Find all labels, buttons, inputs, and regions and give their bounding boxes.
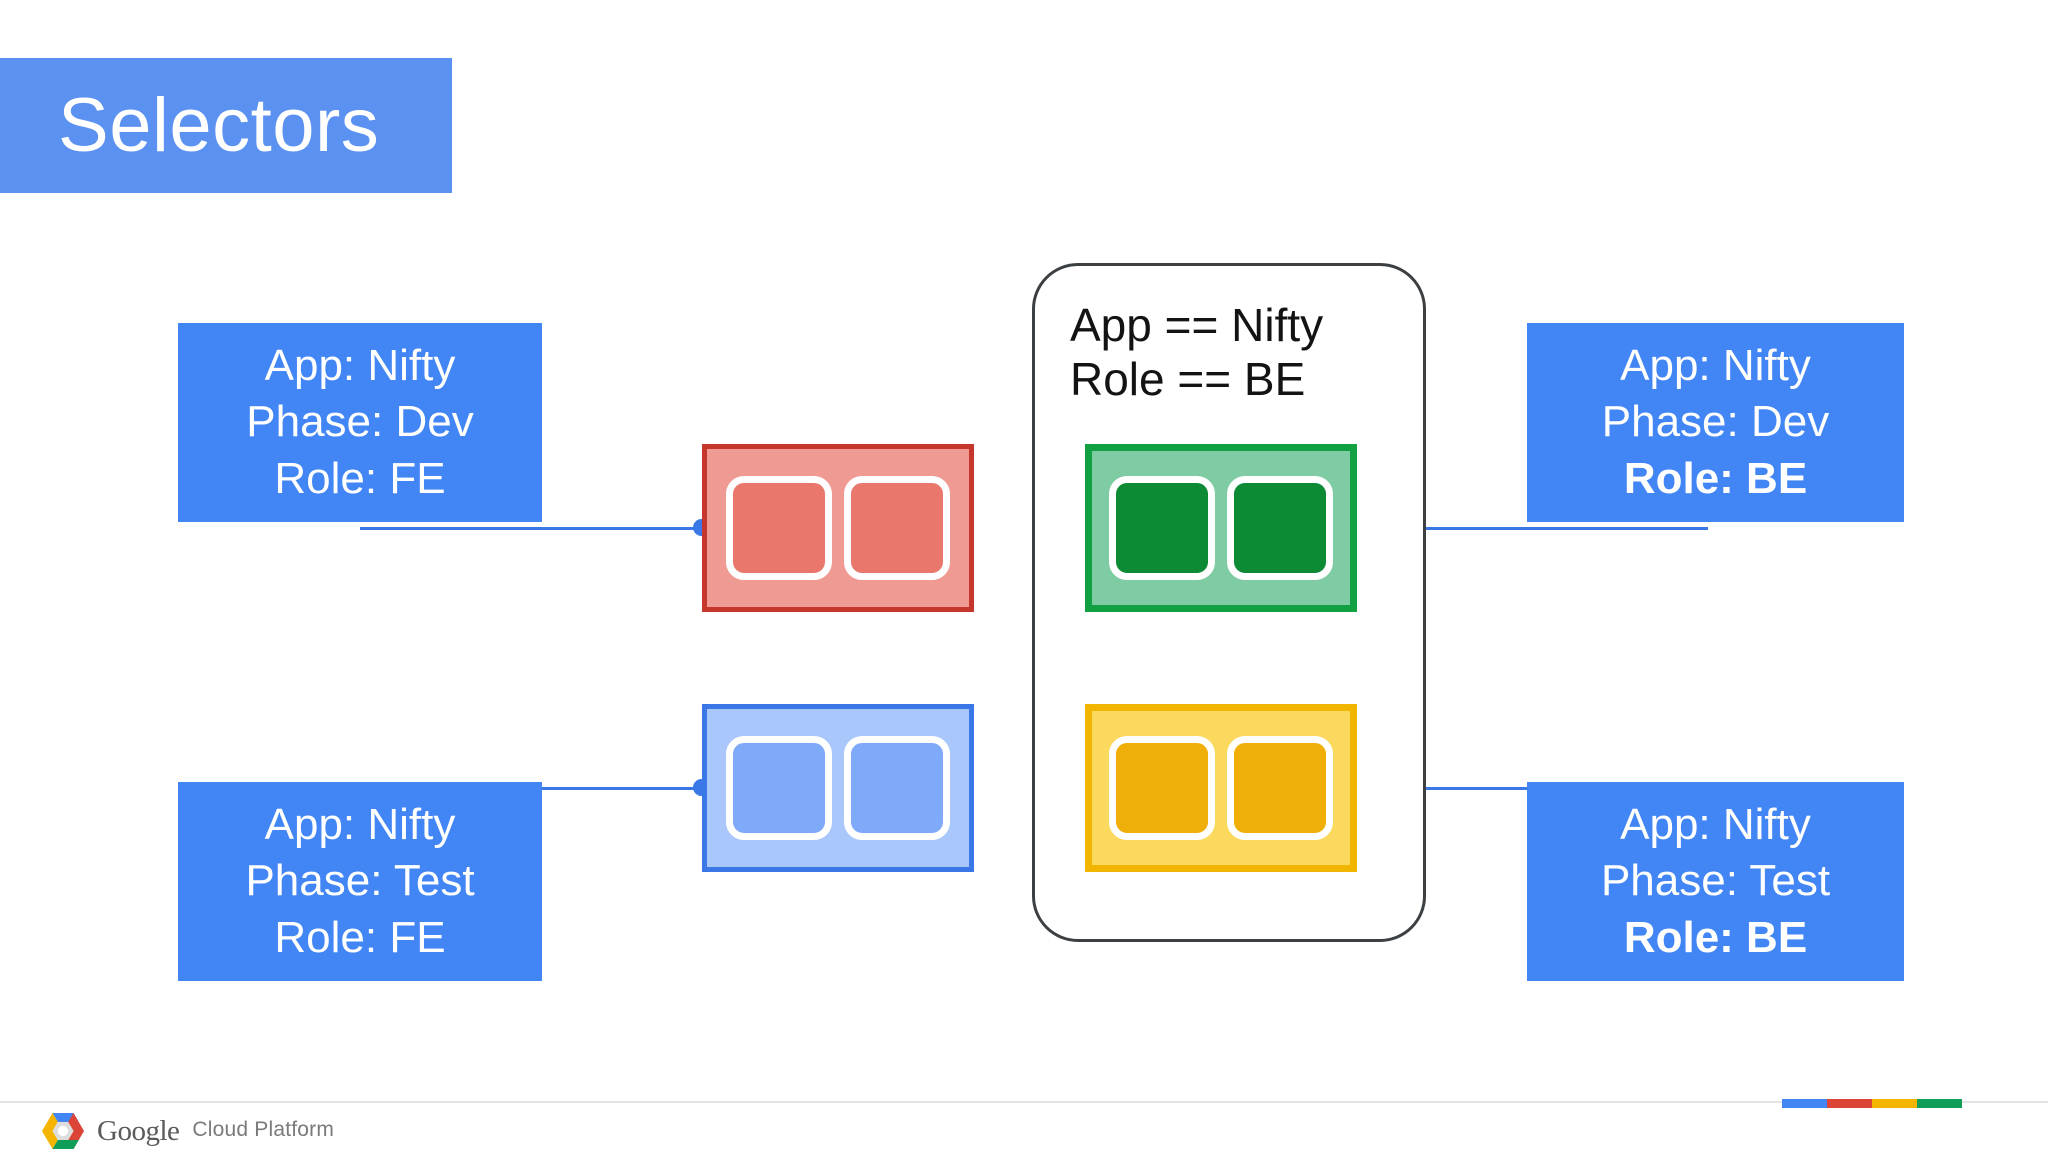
pod-backend-dev — [1085, 444, 1357, 612]
label-phase: Phase: Dev — [246, 397, 474, 447]
logo-google-text: Google — [97, 1114, 180, 1147]
selector-line-app: App == Nifty — [1070, 299, 1324, 351]
page-title: Selectors — [58, 82, 380, 168]
container-icon — [1227, 736, 1333, 840]
connector-line-top-left — [360, 527, 700, 530]
pod-frontend-test — [702, 704, 974, 872]
color-bar-green — [1917, 1099, 1962, 1108]
google-cloud-hexagon-icon — [42, 1113, 84, 1149]
label-phase: Phase: Dev — [1601, 397, 1830, 447]
label-role: Role: BE — [1623, 453, 1808, 503]
label-card-bottom-left: App: Nifty Phase: Test Role: FE — [178, 782, 542, 981]
container-icon — [726, 736, 832, 840]
selector-expression: App == Nifty Role == BE — [1070, 298, 1323, 407]
container-icon — [1109, 736, 1215, 840]
container-icon — [1227, 476, 1333, 580]
container-icon — [844, 476, 950, 580]
logo-product-text: Cloud Platform — [192, 1118, 335, 1141]
container-icon — [844, 736, 950, 840]
color-bar-blue — [1782, 1099, 1827, 1108]
container-icon — [1109, 476, 1215, 580]
label-role: Role: BE — [1623, 912, 1808, 962]
label-phase: Phase: Test — [245, 856, 475, 906]
connector-line-top-right — [1368, 527, 1708, 530]
label-card-top-left: App: Nifty Phase: Dev Role: FE — [178, 323, 542, 522]
footer-divider — [0, 1101, 2048, 1103]
label-role: Role: FE — [274, 453, 446, 503]
label-role: Role: FE — [274, 912, 446, 962]
google-color-bars — [1782, 1099, 1962, 1108]
container-icon — [726, 476, 832, 580]
title-banner: Selectors — [0, 58, 452, 193]
label-app: App: Nifty — [264, 800, 456, 850]
label-app: App: Nifty — [264, 341, 456, 391]
gcp-logo: Google Cloud Platform — [42, 1112, 334, 1150]
label-app: App: Nifty — [1620, 800, 1811, 850]
label-phase: Phase: Test — [1600, 856, 1831, 906]
label-card-top-right: App: Nifty Phase: Dev Role: BE — [1527, 323, 1904, 522]
selector-line-role: Role == BE — [1070, 353, 1306, 406]
pod-backend-test — [1085, 704, 1357, 872]
color-bar-yellow — [1872, 1099, 1917, 1108]
label-card-bottom-right: App: Nifty Phase: Test Role: BE — [1527, 782, 1904, 981]
color-bar-red — [1827, 1099, 1872, 1108]
pod-frontend-dev — [702, 444, 974, 612]
label-app: App: Nifty — [1620, 341, 1811, 391]
